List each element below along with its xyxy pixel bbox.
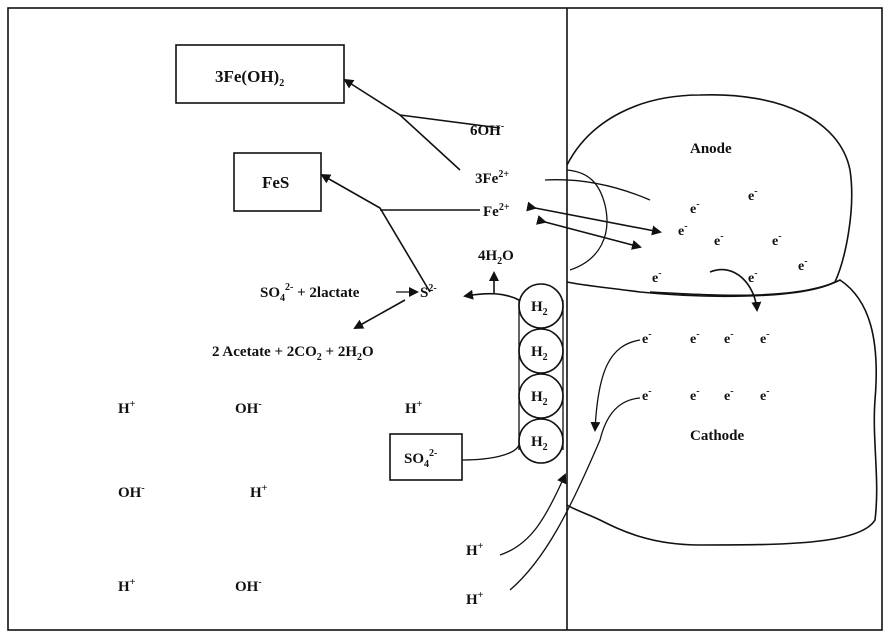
- electron: e-: [760, 386, 770, 404]
- electron: e-: [642, 386, 652, 404]
- h-plus-path-1: [499, 473, 567, 556]
- arrow-to-acetate: [353, 299, 406, 329]
- oh-minus-ion: OH-: [235, 399, 262, 417]
- electron: e-: [748, 268, 758, 286]
- electron-flow-arrow: [709, 268, 762, 312]
- cathode-wire-down: [590, 339, 641, 432]
- fe3-label: 3Fe2+: [475, 169, 509, 187]
- electron: e-: [690, 386, 700, 404]
- electron: e-: [714, 231, 724, 249]
- oh-minus-ion: OH-: [235, 577, 262, 595]
- h2-label-3: H2: [531, 389, 548, 408]
- line-6oh: [399, 114, 501, 129]
- h2-label-1: H2: [531, 299, 548, 318]
- cathode-region: [566, 279, 878, 546]
- anode-region: [566, 94, 853, 298]
- electron: e-: [652, 268, 662, 286]
- electron: e-: [678, 221, 688, 239]
- cathode-label: Cathode: [690, 428, 745, 444]
- electron: e-: [724, 386, 734, 404]
- h2-label-2: H2: [531, 344, 548, 363]
- s2-label: S2-: [420, 283, 437, 301]
- h-plus-ion: H+: [250, 483, 268, 501]
- acetate-label: 2 Acetate + 2CO2 + 2H2O: [212, 344, 374, 363]
- electron: e-: [772, 231, 782, 249]
- electron: e-: [690, 329, 700, 347]
- electron: e-: [724, 329, 734, 347]
- electron: e-: [748, 186, 758, 204]
- electron: e-: [798, 256, 808, 274]
- electron: e-: [690, 199, 700, 217]
- h-plus-path-2: [509, 397, 641, 591]
- electron: e-: [760, 329, 770, 347]
- h2-label-4: H2: [531, 434, 548, 453]
- h-plus-ion: H+: [118, 577, 136, 595]
- fe-anode-arrow-1: [526, 201, 662, 236]
- oh6-label: 6OH-: [470, 121, 504, 139]
- so4-connector: [461, 444, 520, 461]
- so4-box: [389, 433, 463, 481]
- oh-minus-ion: OH-: [118, 483, 145, 501]
- so4-box-label: SO42-: [404, 448, 437, 470]
- arrow-to-fes: [320, 174, 431, 293]
- arrow-to-feoh2: [343, 78, 461, 171]
- h-plus-ion: H+: [118, 399, 136, 417]
- h-plus-ion: H+: [466, 590, 484, 608]
- fe3-line: [544, 179, 651, 201]
- fe-anode-arrow-2: [535, 215, 642, 250]
- h-plus-ion: H+: [466, 541, 484, 559]
- electron: e-: [642, 329, 652, 347]
- arrow-to-s2: [463, 289, 520, 301]
- h2o-label: 4H2O: [478, 248, 514, 267]
- fe-oh2-box: [175, 44, 345, 104]
- so4-lactate-label: SO42- + 2lactate: [260, 282, 360, 304]
- fe2-label: Fe2+: [483, 202, 510, 220]
- fe-oh2-label: 3Fe(OH)2: [215, 67, 284, 89]
- frame-border: [7, 7, 883, 631]
- h-plus-ion: H+: [405, 399, 423, 417]
- anode-label: Anode: [690, 141, 732, 157]
- fes-label: FeS: [262, 173, 289, 192]
- fes-box: [233, 152, 322, 212]
